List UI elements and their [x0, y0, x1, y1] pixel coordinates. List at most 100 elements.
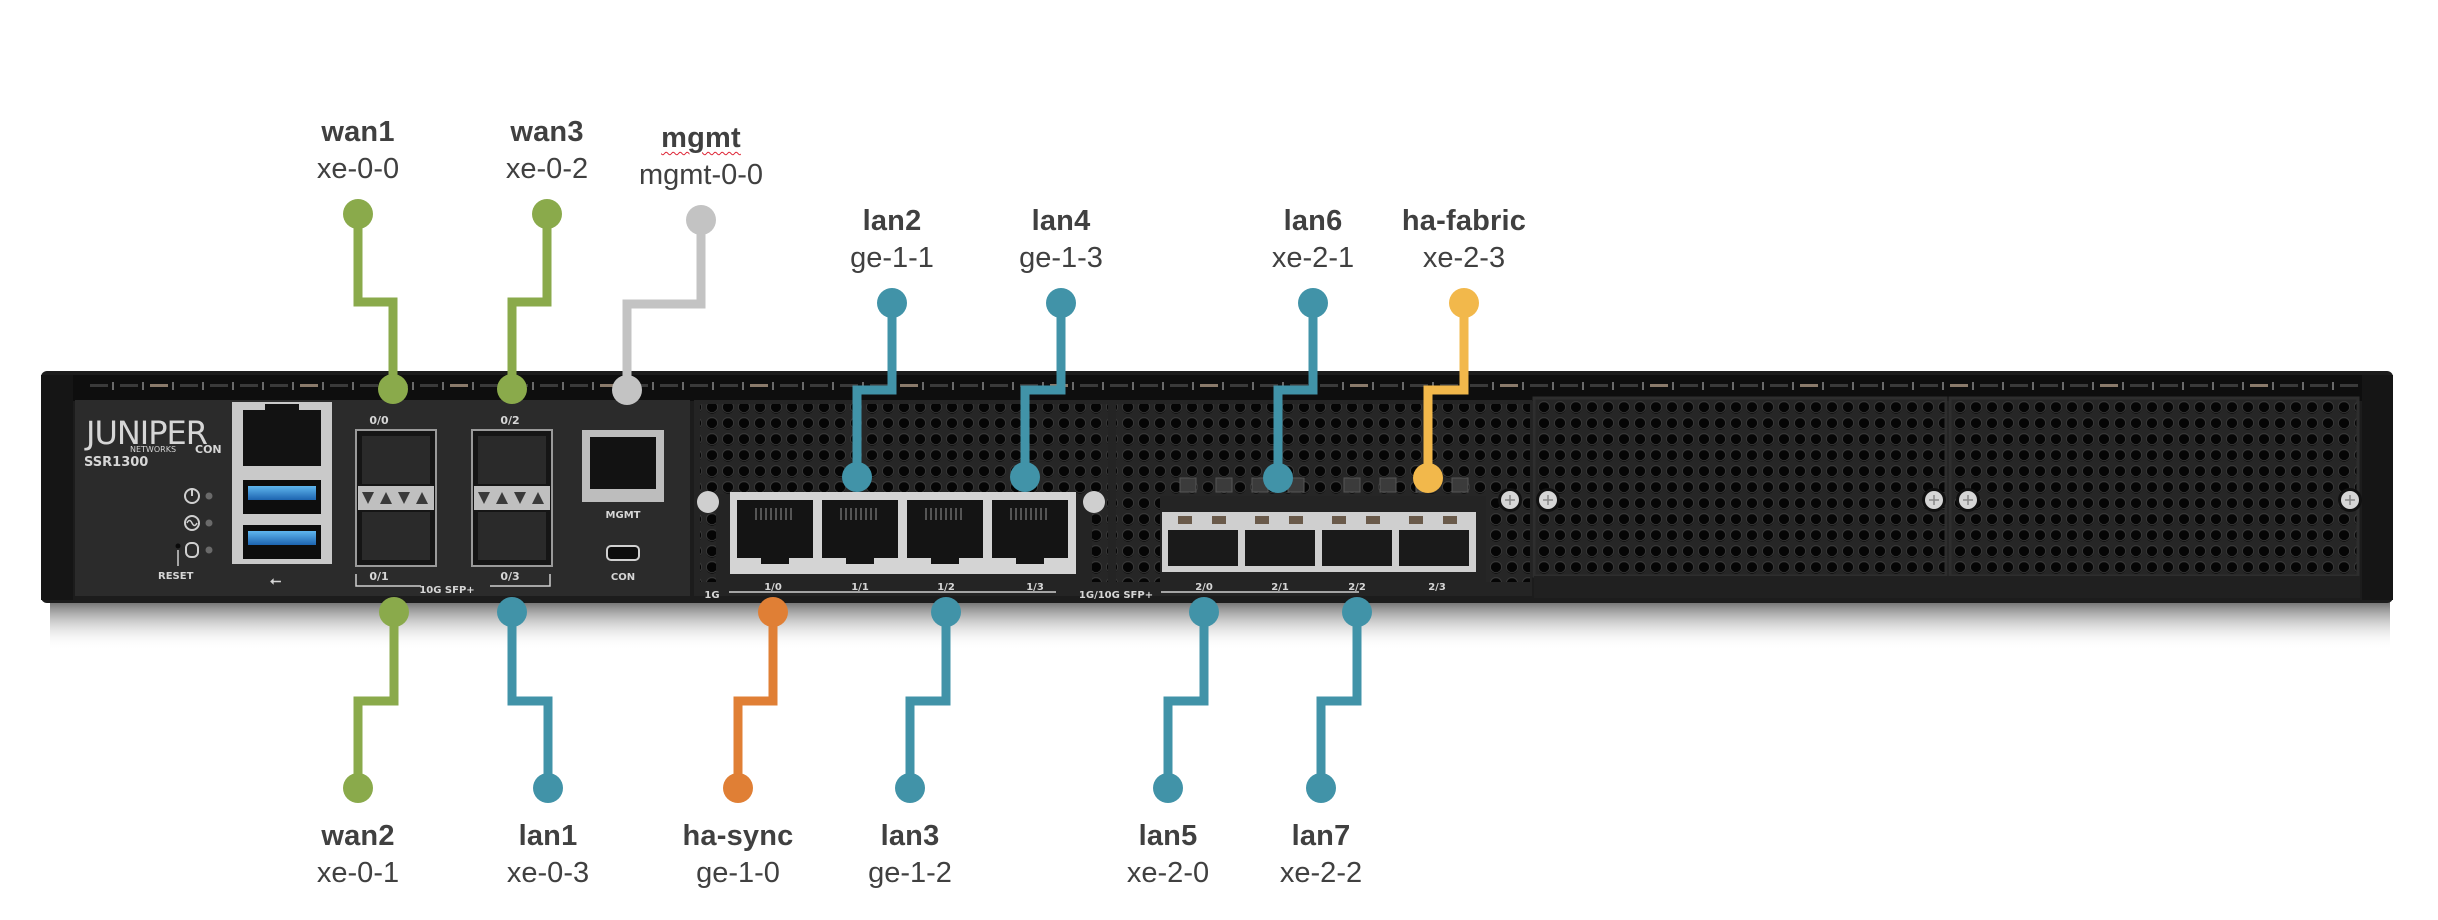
connector-lan5 [1153, 597, 1219, 803]
module-1-grille [700, 404, 1108, 494]
port-label-2-0: 2/0 [1195, 582, 1213, 593]
interface-label-mgmt: mgmt mgmt-0-0 [639, 120, 763, 194]
connector-dot [612, 375, 642, 405]
console-rj45-port[interactable] [243, 410, 321, 466]
right-rack-ear [2362, 375, 2393, 600]
connector-line [1163, 612, 1209, 788]
sfp-port[interactable] [478, 512, 546, 560]
juniper-logo-sub: NETWORKS [130, 445, 176, 454]
connector-dot [497, 374, 527, 404]
connector-dot [1298, 288, 1328, 318]
sfp-port[interactable] [478, 436, 546, 484]
sfp2-port-2[interactable] [1322, 530, 1392, 566]
connector-wan3 [497, 199, 562, 404]
connector-dot [497, 597, 527, 627]
interface-label-wan3: wan3 xe-0-2 [506, 114, 588, 188]
status-icon [184, 515, 200, 531]
connector-line [733, 612, 778, 788]
connector-ha-fabric [1413, 288, 1479, 493]
chassis-shadow [50, 600, 2390, 650]
interface-id: xe-2-0 [1126, 857, 1210, 889]
sfp-port[interactable] [362, 512, 430, 560]
sfp-port[interactable] [362, 436, 430, 484]
port-label-0-1: 0/1 [369, 570, 388, 583]
sfp2-port-3[interactable] [1399, 530, 1469, 566]
connector-dot [842, 462, 872, 492]
interface-id: mgmt-0-0 [638, 159, 764, 191]
connector-dot [532, 199, 562, 229]
reset-label: RESET [158, 571, 194, 582]
connector-dot [758, 597, 788, 627]
port-label-0-0: 0/0 [369, 414, 389, 427]
connector-dot [343, 199, 373, 229]
port-label-2-2: 2/2 [1348, 582, 1366, 593]
connector-dot [378, 374, 408, 404]
interface-name: wan3 [510, 116, 584, 148]
screw [697, 491, 719, 513]
ge-port-block [697, 491, 1105, 574]
interface-id: xe-0-2 [505, 153, 589, 185]
interface-name: lan2 [862, 205, 922, 237]
connector-dot [1342, 597, 1372, 627]
console-usb-block: ⭠ [232, 402, 332, 589]
interface-name: lan7 [1291, 820, 1351, 852]
connector-lan6 [1263, 288, 1328, 493]
connector-mgmt [612, 205, 716, 405]
port-label-1-2: 1/2 [937, 582, 955, 593]
interface-id: xe-0-3 [506, 857, 590, 889]
connector-line [353, 612, 399, 788]
connector-lan3 [895, 597, 961, 803]
juniper-logo: JUNIPER [84, 414, 208, 452]
interface-name: ha-sync [682, 820, 794, 852]
console-usb-mini-port[interactable] [606, 545, 640, 561]
power-led [205, 492, 213, 500]
connector-dot [533, 773, 563, 803]
mgmt-rj45-port[interactable] [590, 437, 656, 489]
sfp-group-label-2: 1G/10G SFP+ [1079, 590, 1153, 601]
interface-id: ge-1-2 [868, 857, 952, 889]
screw [1083, 491, 1105, 513]
connector-dot [343, 773, 373, 803]
connector-line [507, 214, 552, 389]
fan-tray-2 [1948, 396, 2360, 578]
connector-dot [379, 597, 409, 627]
status-led [205, 519, 213, 527]
connector-dot [1010, 462, 1040, 492]
sfp2-port-1[interactable] [1245, 530, 1315, 566]
sfp-block-2 [1162, 477, 1476, 572]
connector-wan1 [343, 199, 408, 404]
interface-name: wan1 [321, 116, 395, 148]
interface-name: lan6 [1283, 205, 1343, 237]
connector-lan2 [842, 288, 907, 492]
reset-button[interactable] [175, 543, 181, 549]
interface-name: wan2 [321, 820, 395, 852]
connector-dot [877, 288, 907, 318]
left-rack-ear [41, 375, 73, 600]
connector-dot [1306, 773, 1336, 803]
port-label-1-3: 1/3 [1026, 582, 1044, 593]
connector-lan4 [1010, 288, 1076, 492]
interface-name: lan5 [1138, 820, 1198, 852]
sfp-group-label-0: 10G SFP+ [419, 585, 474, 596]
connector-dot [1449, 288, 1479, 318]
sfp2-port-0[interactable] [1168, 530, 1238, 566]
connector-line [1273, 303, 1318, 478]
interface-id: xe-0-0 [316, 153, 400, 185]
port-label-2-1: 2/1 [1271, 582, 1289, 593]
sfp-cage-0-0 [355, 429, 437, 567]
connector-line [905, 612, 951, 788]
interface-name: mgmt [661, 122, 741, 154]
connector-line [1423, 303, 1469, 478]
connector-dot [1189, 597, 1219, 627]
thumb-screws [1498, 488, 2362, 512]
storage-icon [185, 542, 199, 558]
port-label-1-1: 1/1 [851, 582, 869, 593]
connector-line [1020, 303, 1066, 477]
